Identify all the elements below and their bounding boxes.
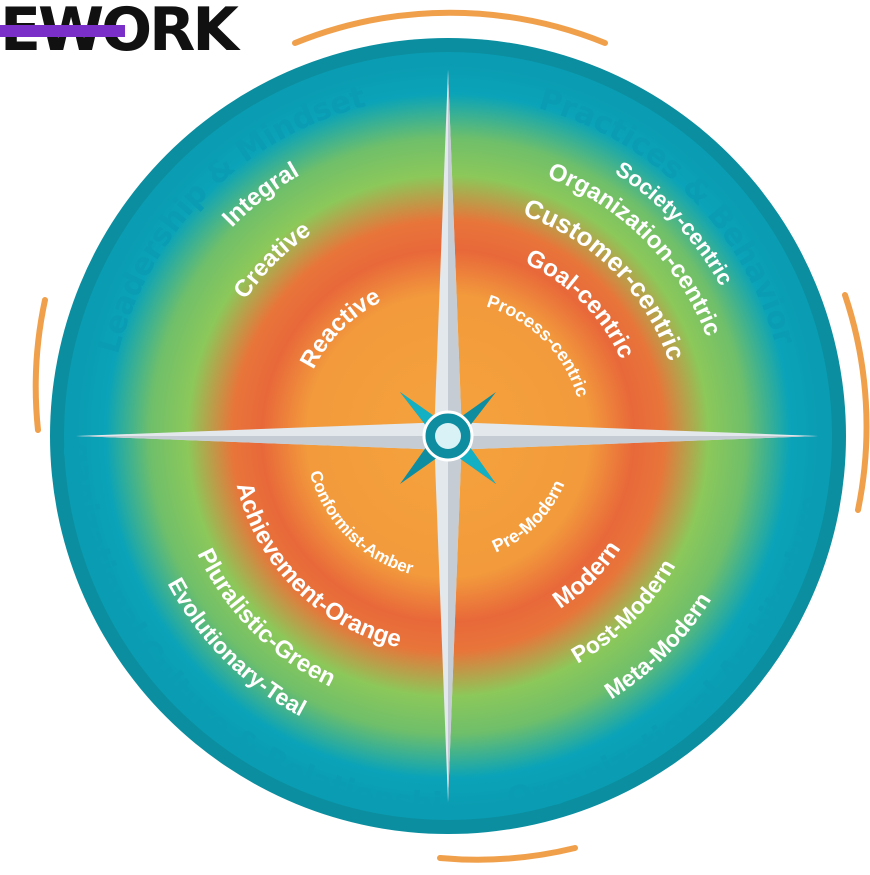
- arc-right: [842, 292, 870, 513]
- compass-needles: [76, 70, 818, 802]
- arc-left: [32, 297, 48, 433]
- logo-bar: [0, 25, 125, 37]
- arc-bottom: [437, 845, 578, 863]
- arc-top: [292, 9, 608, 46]
- outer-arcs: [32, 9, 870, 863]
- compass-hub-center: [435, 423, 461, 449]
